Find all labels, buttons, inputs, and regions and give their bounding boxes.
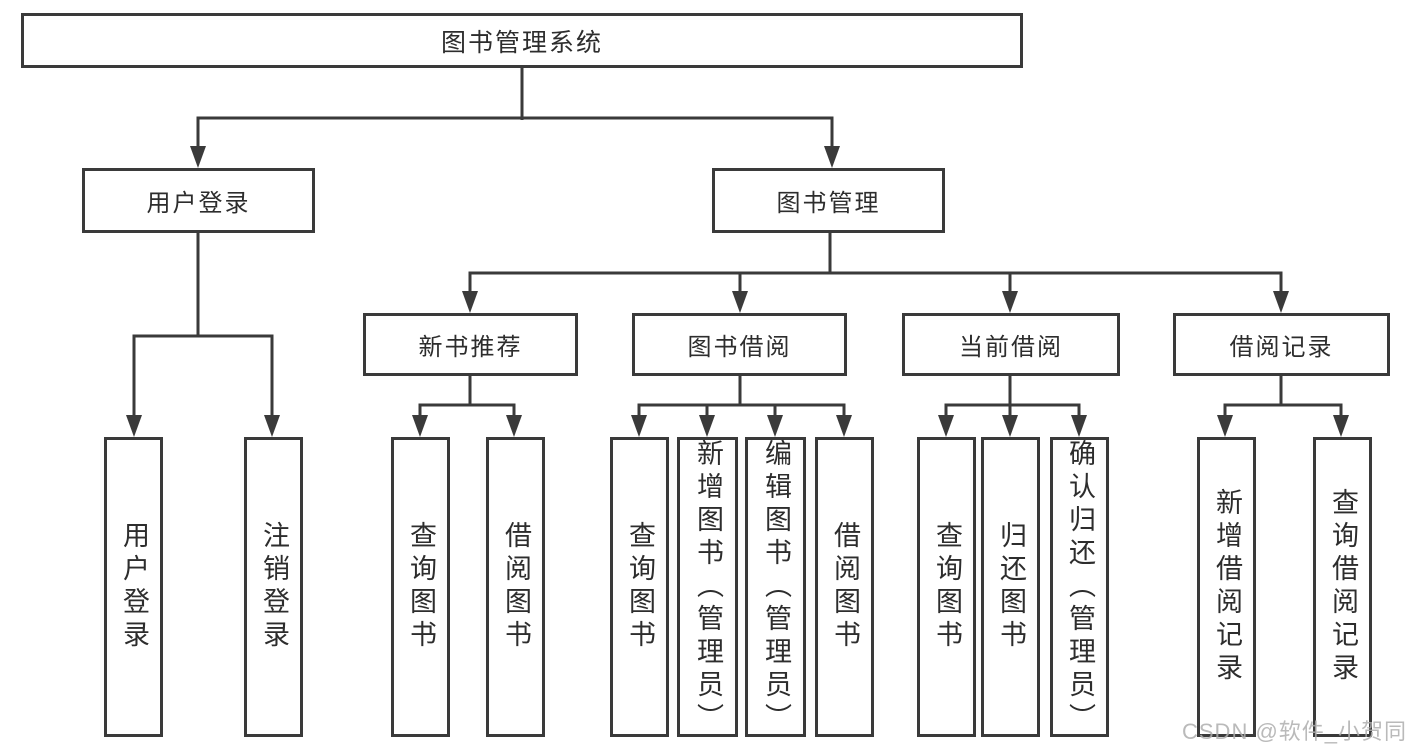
node-library-system: 图书管理系统 (21, 13, 1023, 68)
leaf-label: 查询图书 (932, 521, 962, 653)
leaf-query-books-recommend: 查询图书 (391, 437, 450, 737)
leaf-label: 查询借阅记录 (1328, 488, 1358, 686)
node-label: 图书借阅 (687, 334, 792, 361)
leaf-label: 借阅图书 (830, 521, 860, 653)
node-new-book-recommend: 新书推荐 (363, 313, 578, 376)
leaf-label: 查询图书 (625, 521, 655, 653)
arrowhead-icon (1071, 415, 1087, 437)
arrowhead-icon (264, 415, 280, 437)
arrowhead-icon (190, 146, 206, 168)
leaf-return-book: 归还图书 (981, 437, 1040, 737)
arrowhead-icon (1273, 291, 1289, 313)
node-label: 借阅记录 (1229, 334, 1334, 361)
node-user-login: 用户登录 (82, 168, 315, 233)
leaf-label: 查询图书 (406, 521, 436, 653)
node-borrowing-records: 借阅记录 (1173, 313, 1390, 376)
leaf-borrow-books: 借阅图书 (815, 437, 874, 737)
leaf-borrow-books-recommend: 借阅图书 (486, 437, 545, 737)
leaf-label: 编辑图书（管理员） (761, 438, 791, 736)
leaf-label: 借阅图书 (501, 521, 531, 653)
leaf-label: 新增图书（管理员） (693, 438, 723, 736)
arrowhead-icon (1333, 415, 1349, 437)
node-book-management: 图书管理 (712, 168, 945, 233)
arrowhead-icon (836, 415, 852, 437)
arrowhead-icon (412, 415, 428, 437)
arrowhead-icon (824, 146, 840, 168)
arrowhead-icon (938, 415, 954, 437)
node-label: 新书推荐 (418, 334, 523, 361)
arrowhead-icon (1002, 291, 1018, 313)
arrowhead-icon (631, 415, 647, 437)
node-label: 图书管理 (776, 190, 881, 217)
leaf-confirm-return-admin: 确认归还（管理员） (1050, 437, 1109, 737)
node-label: 图书管理系统 (440, 28, 603, 57)
leaf-user-login: 用户登录 (104, 437, 163, 737)
arrowhead-icon (126, 415, 142, 437)
node-label: 当前借阅 (959, 334, 1063, 361)
leaf-query-books-current: 查询图书 (917, 437, 976, 737)
leaf-add-borrow-record: 新增借阅记录 (1197, 437, 1256, 737)
leaf-label: 归还图书 (996, 521, 1026, 653)
leaf-label: 注销登录 (259, 521, 289, 653)
leaf-add-book-admin: 新增图书（管理员） (677, 437, 738, 737)
leaf-query-books-borrow: 查询图书 (610, 437, 669, 737)
leaf-label: 确认归还（管理员） (1065, 438, 1095, 736)
node-book-borrowing: 图书借阅 (632, 313, 847, 376)
arrowhead-icon (506, 415, 522, 437)
arrowhead-icons (126, 146, 1349, 437)
csdn-watermark: CSDN @软件_小贺同学 (1182, 719, 1405, 744)
leaf-logout: 注销登录 (244, 437, 303, 737)
arrowhead-icon (1002, 415, 1018, 437)
arrowhead-icon (1217, 415, 1233, 437)
arrowhead-icon (767, 415, 783, 437)
arrowhead-icon (462, 291, 478, 313)
leaf-label: 新增借阅记录 (1212, 488, 1242, 686)
node-label: 用户登录 (146, 190, 251, 217)
arrowhead-icon (699, 415, 715, 437)
leaf-label: 用户登录 (119, 521, 149, 653)
leaf-edit-book-admin: 编辑图书（管理员） (745, 437, 806, 737)
leaf-query-borrow-record: 查询借阅记录 (1313, 437, 1372, 737)
node-current-borrowing: 当前借阅 (902, 313, 1120, 376)
arrowhead-icon (732, 291, 748, 313)
